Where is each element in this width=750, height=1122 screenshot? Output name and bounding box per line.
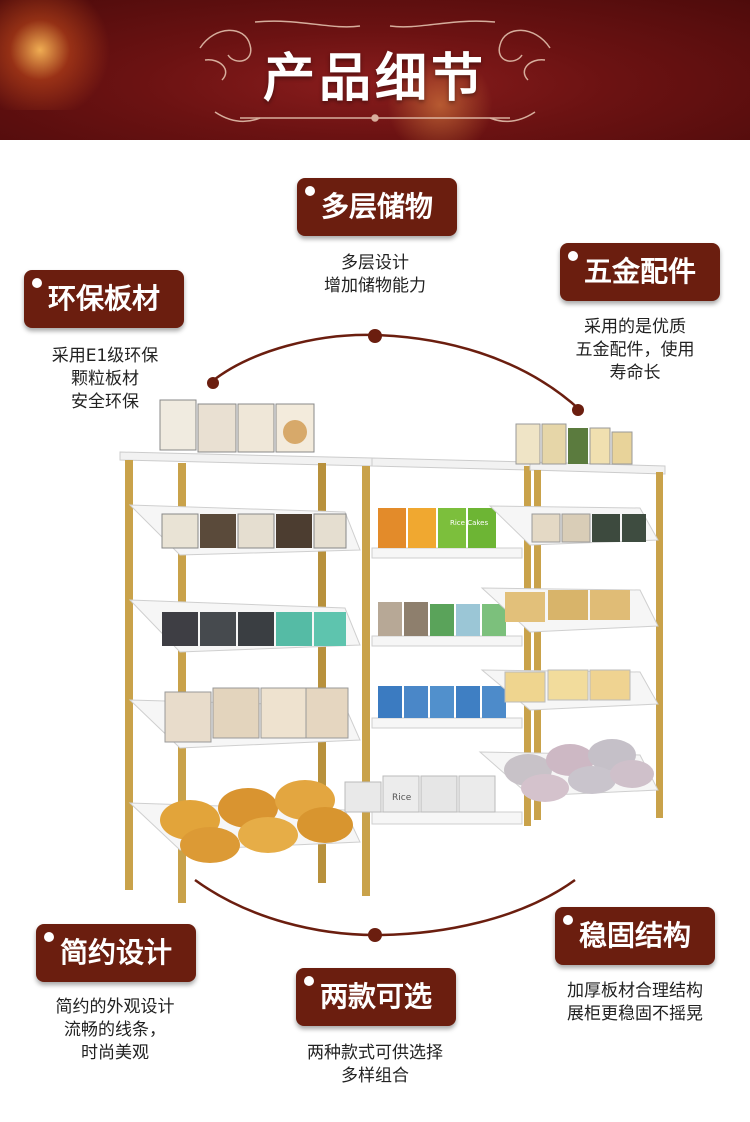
- feature-desc-stable-structure: 加厚板材合理结构 展柜更稳固不摇晃: [540, 980, 730, 1026]
- feature-tag-simple-design: 简约设计: [36, 924, 196, 982]
- feature-title: 环保板材: [47, 282, 160, 315]
- rice-label: Rice: [392, 793, 412, 803]
- desc-line: 流畅的线条，: [64, 1020, 166, 1040]
- banner-glow-secondary: [380, 60, 500, 140]
- desc-line: 加厚板材合理结构: [567, 981, 703, 1001]
- feature-desc-eco-board: 采用E1级环保 颗粒板材 安全环保: [25, 345, 185, 414]
- desc-line: 多样组合: [341, 1066, 409, 1086]
- feature-title: 两款可选: [319, 980, 432, 1013]
- feature-tag-multilayer: 多层储物: [297, 178, 457, 236]
- header-banner: 产品细节: [0, 0, 750, 140]
- banner-ornament: [199, 20, 551, 123]
- feature-desc-simple-design: 简约的外观设计 流畅的线条， 时尚美观: [30, 996, 200, 1065]
- feature-title: 稳固结构: [578, 919, 691, 952]
- desc-line: 安全环保: [71, 392, 139, 412]
- desc-line: 五金配件，使用: [575, 340, 695, 360]
- desc-line: 采用的是优质: [584, 317, 686, 337]
- feature-tag-hardware: 五金配件: [560, 243, 720, 301]
- desc-line: 寿命长: [609, 363, 661, 383]
- shelf-unit-left: [119, 399, 373, 903]
- desc-line: 两种款式可供选择: [307, 1043, 443, 1063]
- feature-desc-multilayer: 多层设计 增加储物能力: [290, 252, 460, 298]
- banner-glow: [0, 0, 120, 110]
- shelf-unit-right: [478, 423, 666, 820]
- dot-icon: [32, 278, 42, 288]
- feature-title: 五金配件: [583, 255, 696, 288]
- feature-desc-two-styles: 两种款式可供选择 多样组合: [280, 1042, 470, 1088]
- feature-tag-stable-structure: 稳固结构: [555, 907, 715, 965]
- dot-icon: [44, 932, 54, 942]
- dot-icon: [563, 915, 573, 925]
- desc-line: 采用E1级环保: [51, 346, 159, 366]
- feature-desc-hardware: 采用的是优质 五金配件，使用 寿命长: [550, 316, 720, 385]
- dot-icon: [305, 186, 315, 196]
- page-title: 产品细节: [262, 49, 487, 109]
- shelf-unit-middle: Rice Cakes Rice: [344, 457, 531, 826]
- decorative-arc: [194, 329, 584, 942]
- desc-line: 简约的外观设计: [55, 997, 175, 1017]
- feature-title: 简约设计: [59, 936, 172, 969]
- feature-title: 多层储物: [320, 190, 433, 223]
- feature-tag-two-styles: 两款可选: [296, 968, 456, 1026]
- desc-line: 时尚美观: [81, 1043, 149, 1063]
- dot-icon: [304, 976, 314, 986]
- rice-cakes-label: Rice Cakes: [450, 519, 488, 527]
- desc-line: 展柜更稳固不摇晃: [567, 1004, 703, 1024]
- desc-line: 增加储物能力: [324, 276, 426, 296]
- feature-tag-eco-board: 环保板材: [24, 270, 184, 328]
- desc-line: 多层设计: [341, 253, 409, 273]
- desc-line: 颗粒板材: [71, 369, 139, 389]
- dot-icon: [568, 251, 578, 261]
